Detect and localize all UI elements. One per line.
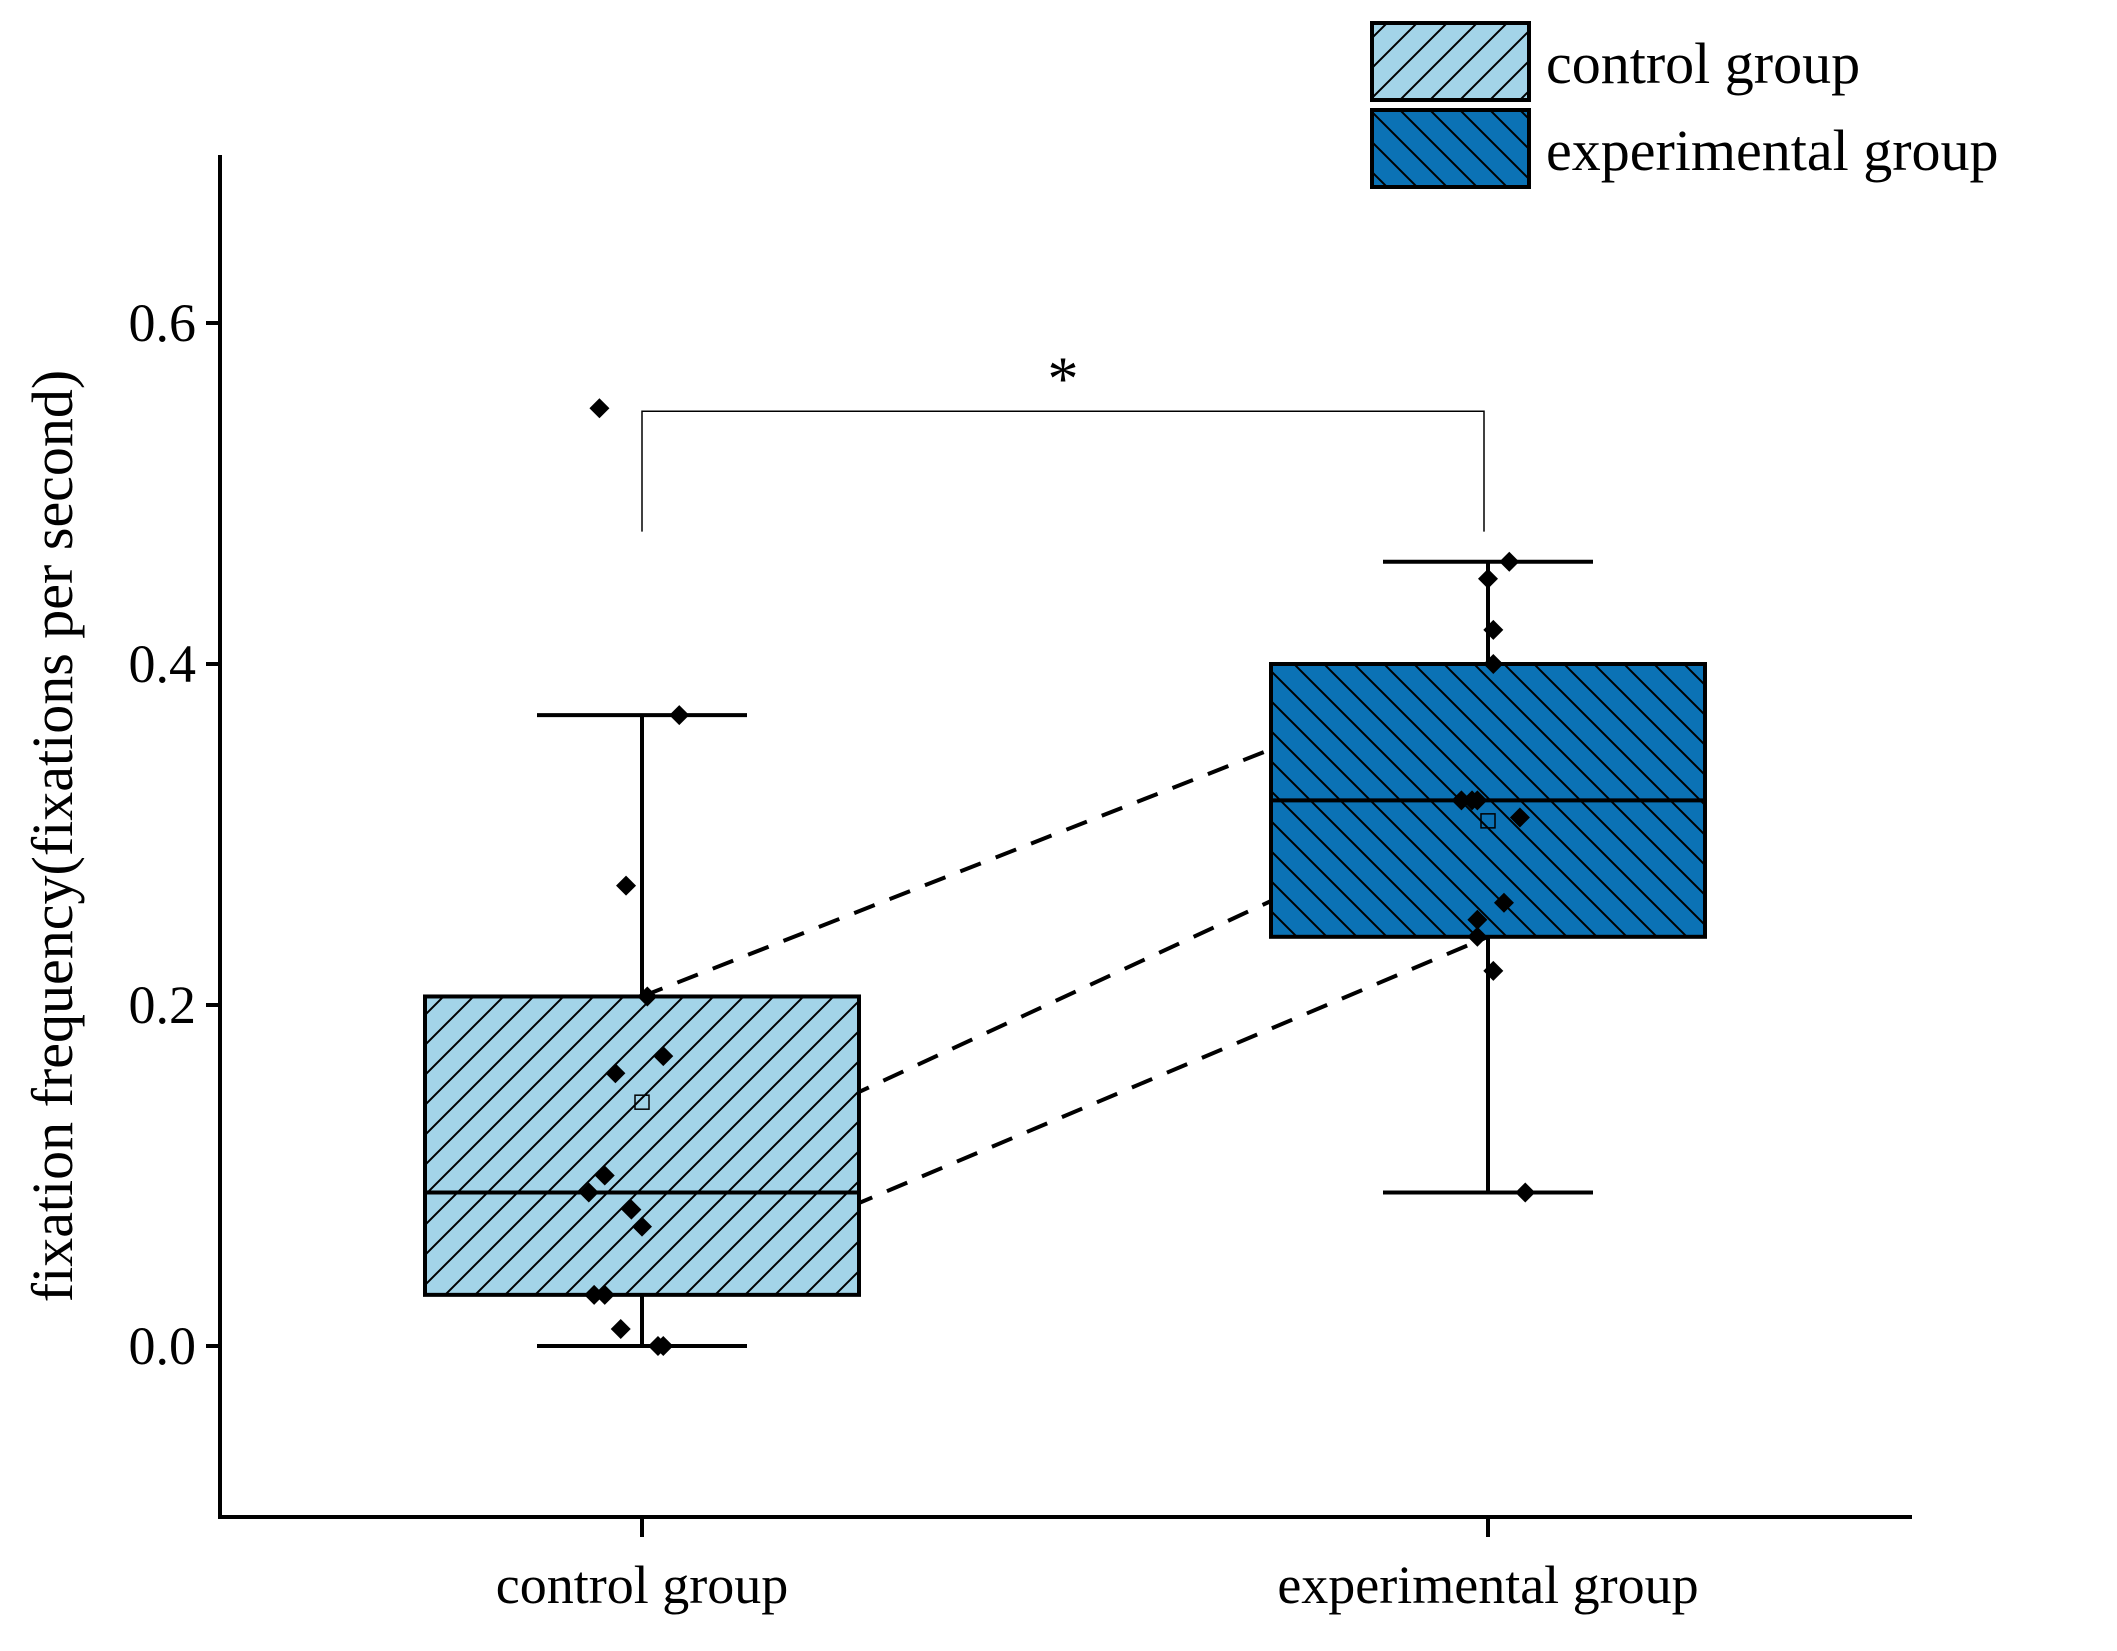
significance-bracket-line [641,410,1485,532]
significance-bracket: * [641,345,1485,532]
box-hatch [423,994,861,1297]
data-point [669,705,690,726]
x-tick-label: experimental group [1277,1555,1698,1615]
data-point [637,986,658,1007]
data-point [1483,960,1504,981]
data-point [632,1216,652,1237]
box-experimental [1269,559,1707,1195]
mean-marker [1480,813,1496,829]
boxes [423,559,1707,1348]
data-point [578,1182,599,1203]
legend-swatch-experimental-hatch [1370,108,1531,189]
mean-marker [634,1094,650,1110]
legend: control group experimental group [1370,21,1999,189]
y-tick-label: 0.4 [129,634,197,694]
data-point [1515,1182,1536,1203]
data-point [1451,790,1472,811]
y-ticks: 0.0 0.2 0.4 0.6 [129,293,220,1376]
data-point [589,398,610,419]
data-point [610,1318,631,1339]
significance-label: * [1048,345,1079,413]
y-tick-label: 0.0 [129,1316,197,1376]
legend-label-control: control group [1546,31,1860,96]
legend-label-experimental: experimental group [1546,118,1999,183]
data-point [605,1063,626,1084]
axes [218,155,1912,1519]
data-point [1493,892,1514,913]
data-point [1483,619,1504,640]
data-point [1509,807,1530,828]
data-point [1483,654,1504,674]
data-point [616,875,637,896]
data-point [594,1284,615,1305]
data-point [653,1336,674,1356]
data-point [584,1284,605,1305]
box-control [423,713,861,1348]
x-tick-label: control group [496,1555,788,1615]
data-point [1478,568,1498,589]
data-point [1499,551,1520,572]
legend-swatch-control-hatch [1370,21,1531,102]
y-axis-title: fixation frequency(fixations per second) [20,370,85,1302]
data-point [1467,790,1488,811]
data-point [594,1165,615,1186]
data-point [1467,909,1488,930]
data-point [621,1199,642,1220]
data-point [653,1046,674,1067]
y-tick-label: 0.6 [129,293,197,353]
data-point [1467,926,1488,947]
y-tick-label: 0.2 [129,975,197,1035]
x-ticks: control group experimental group [496,1517,1699,1615]
data-points [578,398,1536,1356]
